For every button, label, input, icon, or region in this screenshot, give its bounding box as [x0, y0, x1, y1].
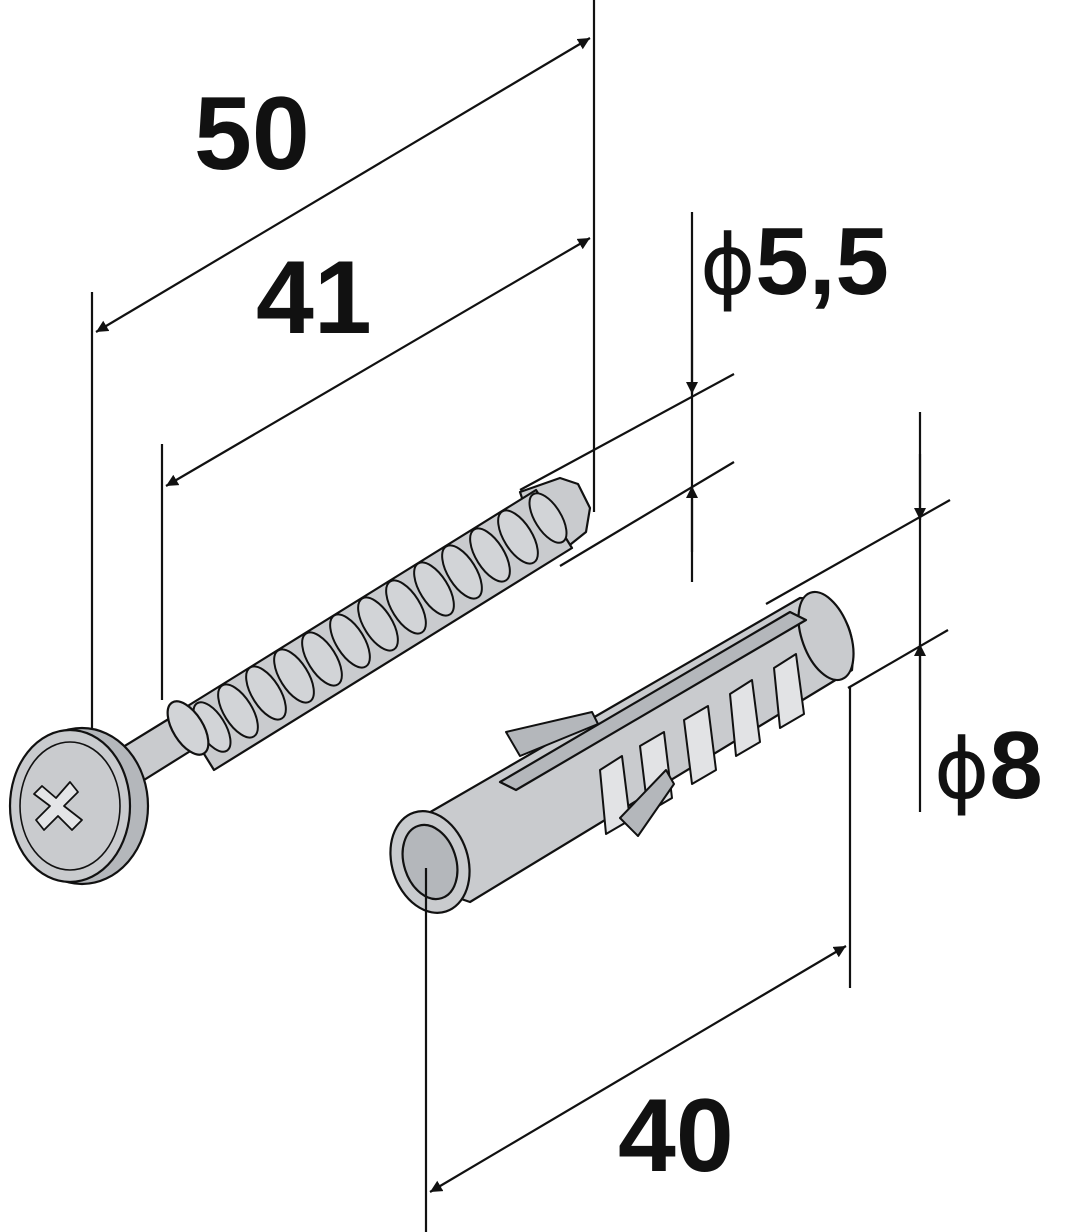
phillips-screw-icon — [8, 476, 592, 886]
ext-line-8-bottom — [847, 629, 949, 689]
dim-label-diameter-8: ϕ8 — [934, 718, 1043, 814]
dim-label-40: 40 — [618, 1078, 734, 1194]
diameter-symbol: ϕ — [934, 720, 990, 818]
ext-line-55-top — [519, 373, 735, 491]
dowel-body — [414, 596, 854, 904]
ext-line-55-bottom — [559, 461, 735, 567]
dim-label-41: 41 — [256, 240, 372, 356]
dowel-hole — [401, 823, 459, 901]
dim-line-41 — [165, 237, 591, 487]
dowel-wings — [505, 711, 675, 837]
wall-plug-dowel-icon — [389, 590, 855, 914]
diameter-symbol: ϕ — [700, 216, 756, 314]
dowel-far-end — [797, 590, 855, 682]
screw-head-rim — [19, 741, 121, 871]
screw-shank-collar — [166, 700, 210, 756]
dim-line-40 — [429, 945, 847, 1193]
dim-label-diameter-55: ϕ5,5 — [700, 214, 889, 310]
dim-label-50: 50 — [194, 76, 310, 192]
dimension-lines — [90, 0, 951, 1232]
phillips-cross-icon — [33, 781, 83, 831]
screw-head-face — [8, 728, 132, 884]
ext-line-8-top — [765, 499, 951, 605]
dowel-top-rib — [498, 610, 808, 792]
diameter-value-8: 8 — [989, 712, 1043, 819]
diameter-value-55: 5,5 — [755, 208, 889, 315]
screw-thread-ridges — [192, 492, 568, 753]
